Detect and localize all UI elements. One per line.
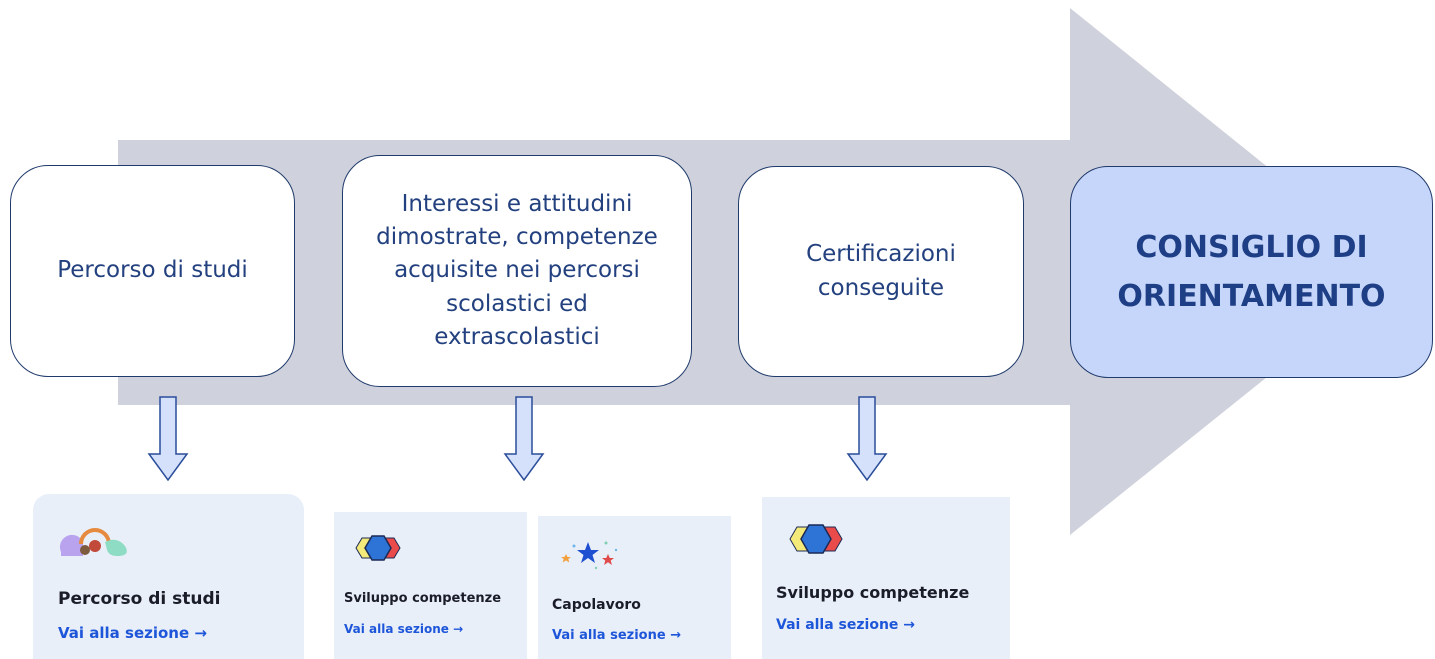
step-box-percorso: Percorso di studi (10, 165, 295, 377)
hexagons-icon (789, 524, 843, 554)
result-label: CONSIGLIO DI ORIENTAMENTO (1117, 229, 1386, 315)
percorso-shapes-icon (59, 528, 127, 556)
down-arrow-icon (503, 396, 545, 482)
section-link[interactable]: Vai alla sezione → (552, 628, 682, 643)
section-card-sviluppo[interactable]: Sviluppo competenze Vai alla sezione → (762, 497, 1010, 659)
card-title: Capolavoro (552, 597, 641, 613)
hexagons-icon (355, 535, 401, 561)
card-title: Sviluppo competenze (344, 591, 502, 606)
section-card-capolavoro[interactable]: Capolavoro Vai alla sezione → (538, 516, 731, 659)
card-title: Sviluppo competenze (776, 583, 970, 602)
card-title: Percorso di studi (58, 589, 221, 609)
down-arrow-icon (846, 396, 888, 482)
step-box-interessi: Interessi e attitudini dimostrate, compe… (342, 155, 692, 387)
stars-icon (561, 541, 618, 570)
step-box-certificazioni: Certificazioni conseguite (738, 166, 1024, 377)
section-link[interactable]: Vai alla sezione → (344, 622, 464, 636)
section-card-sviluppo[interactable]: Sviluppo competenze Vai alla sezione → (334, 512, 527, 659)
step-label: Interessi e attitudini dimostrate, compe… (376, 190, 658, 351)
step-label: Percorso di studi (57, 257, 248, 284)
section-link[interactable]: Vai alla sezione → (776, 617, 916, 633)
section-card-percorso[interactable]: Percorso di studi Vai alla sezione → (33, 494, 304, 659)
result-box-consiglio: CONSIGLIO DI ORIENTAMENTO (1070, 166, 1433, 378)
down-arrow-icon (147, 396, 189, 482)
step-label: Certificazioni conseguite (806, 241, 956, 301)
section-link[interactable]: Vai alla sezione → (58, 624, 207, 642)
